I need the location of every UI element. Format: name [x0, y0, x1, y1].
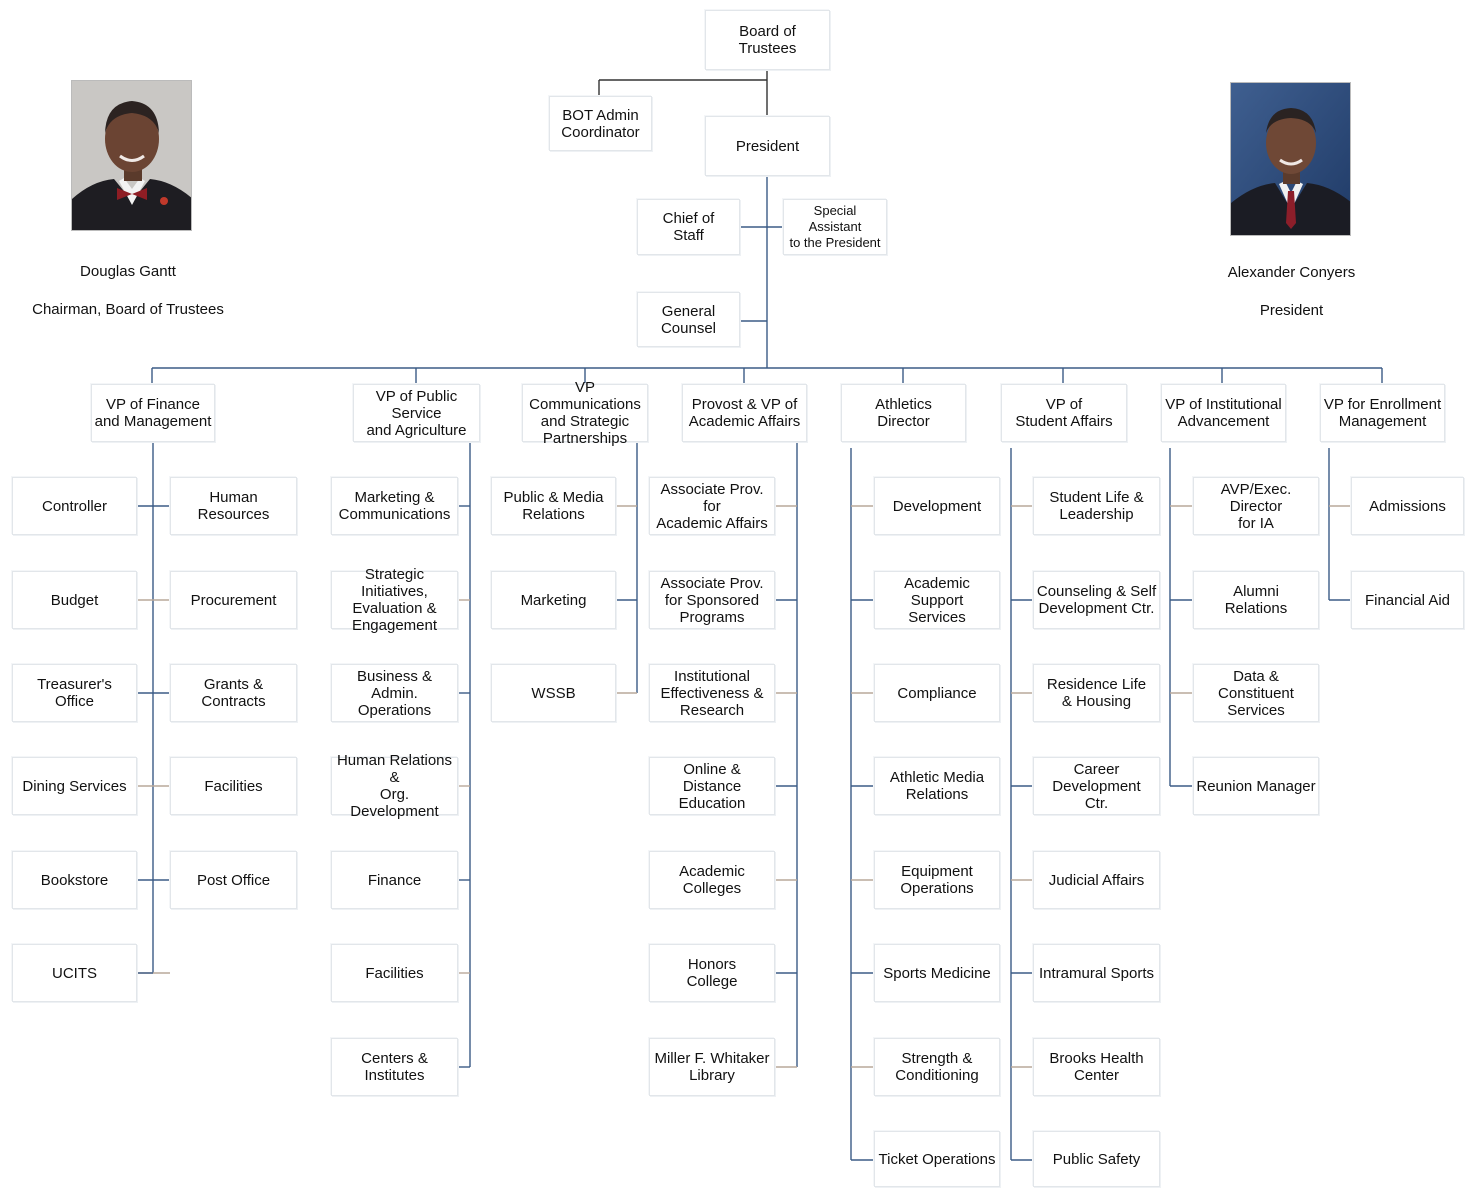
- unit-data-constituent-services: Data & Constituent Services: [1193, 664, 1319, 722]
- division-head-communications: VP Communications and Strategic Partners…: [522, 379, 648, 447]
- unit-honors-college: Honors College: [649, 944, 775, 1002]
- unit-human-resources: Human Resources: [170, 477, 297, 535]
- president-box: President: [705, 116, 830, 176]
- unit-academic-colleges: Academic Colleges: [649, 851, 775, 909]
- special-assistant-box: Special Assistant to the President: [783, 199, 887, 255]
- unit-admissions: Admissions: [1351, 477, 1464, 535]
- unit-ticket-operations: Ticket Operations: [874, 1131, 1000, 1187]
- unit-marketing-communications: Marketing & Communications: [331, 477, 458, 535]
- unit-judicial-affairs: Judicial Affairs: [1033, 851, 1160, 909]
- unit-student-life-leadership: Student Life & Leadership: [1033, 477, 1160, 535]
- unit-facilities-finance: Facilities: [170, 757, 297, 815]
- unit-public-media-relations: Public & Media Relations: [491, 477, 616, 535]
- unit-associate-provost-academic: Associate Prov. for Academic Affairs: [649, 477, 775, 535]
- division-head-provost: Provost & VP of Academic Affairs: [682, 384, 807, 442]
- unit-intramural-sports: Intramural Sports: [1033, 944, 1160, 1002]
- unit-academic-support-services: Academic Support Services: [874, 571, 1000, 629]
- division-head-finance: VP of Finance and Management: [91, 384, 215, 442]
- unit-strategic-initiatives: Strategic Initiatives, Evaluation & Enga…: [331, 566, 458, 634]
- unit-financial-aid: Financial Aid: [1351, 571, 1464, 629]
- president-caption: Alexander Conyers President: [1200, 244, 1383, 339]
- unit-counseling-self-development: Counseling & Self Development Ctr.: [1033, 571, 1160, 629]
- unit-procurement: Procurement: [170, 571, 297, 629]
- chairman-name: Douglas Gantt: [80, 263, 176, 280]
- unit-budget: Budget: [12, 571, 137, 629]
- unit-online-distance-education: Online & Distance Education: [649, 757, 775, 815]
- unit-marketing: Marketing: [491, 571, 616, 629]
- unit-sports-medicine: Sports Medicine: [874, 944, 1000, 1002]
- unit-post-office: Post Office: [170, 851, 297, 909]
- unit-treasurers-office: Treasurer's Office: [12, 664, 137, 722]
- unit-reunion-manager: Reunion Manager: [1193, 757, 1319, 815]
- division-head-public-service: VP of Public Service and Agriculture: [353, 384, 480, 442]
- president-name: Alexander Conyers: [1227, 264, 1356, 281]
- unit-grants-contracts: Grants & Contracts: [170, 664, 297, 722]
- president-title: President: [1259, 302, 1324, 319]
- unit-alumni-relations: Alumni Relations: [1193, 571, 1319, 629]
- unit-avp-exec-director-ia: AVP/Exec. Director for IA: [1193, 477, 1319, 535]
- bot-admin-coordinator-box: BOT Admin Coordinator: [549, 96, 652, 151]
- unit-compliance: Compliance: [874, 664, 1000, 722]
- unit-career-development: Career Development Ctr.: [1033, 757, 1160, 815]
- unit-centers-institutes: Centers & Institutes: [331, 1038, 458, 1096]
- unit-associate-provost-sponsored: Associate Prov. for Sponsored Programs: [649, 571, 775, 629]
- unit-facilities-psa: Facilities: [331, 944, 458, 1002]
- chairman-title: Chairman, Board of Trustees: [32, 301, 224, 318]
- board-of-trustees-box: Board of Trustees: [705, 10, 830, 70]
- unit-dining-services: Dining Services: [12, 757, 137, 815]
- unit-athletic-media-relations: Athletic Media Relations: [874, 757, 1000, 815]
- unit-equipment-operations: Equipment Operations: [874, 851, 1000, 909]
- division-head-enrollment: VP for Enrollment Management: [1320, 384, 1445, 442]
- unit-development: Development: [874, 477, 1000, 535]
- chief-of-staff-box: Chief of Staff: [637, 199, 740, 255]
- general-counsel-box: General Counsel: [637, 292, 740, 347]
- president-photo: [1230, 82, 1351, 236]
- unit-public-safety: Public Safety: [1033, 1131, 1160, 1187]
- unit-wssb: WSSB: [491, 664, 616, 722]
- division-head-advancement: VP of Institutional Advancement: [1161, 384, 1286, 442]
- chairman-caption: Douglas Gantt Chairman, Board of Trustee…: [20, 243, 236, 338]
- unit-institutional-effectiveness: Institutional Effectiveness & Research: [649, 664, 775, 722]
- unit-ucits: UCITS: [12, 944, 137, 1002]
- division-head-athletics: Athletics Director: [841, 384, 966, 442]
- unit-bookstore: Bookstore: [12, 851, 137, 909]
- division-head-student-affairs: VP of Student Affairs: [1001, 384, 1127, 442]
- unit-human-relations: Human Relations & Org. Development: [331, 752, 458, 820]
- unit-controller: Controller: [12, 477, 137, 535]
- unit-finance-psa: Finance: [331, 851, 458, 909]
- unit-business-admin-operations: Business & Admin. Operations: [331, 664, 458, 722]
- chairman-photo: [71, 80, 192, 231]
- unit-residence-life-housing: Residence Life & Housing: [1033, 664, 1160, 722]
- unit-strength-conditioning: Strength & Conditioning: [874, 1038, 1000, 1096]
- unit-whitaker-library: Miller F. Whitaker Library: [649, 1038, 775, 1096]
- unit-brooks-health-center: Brooks Health Center: [1033, 1038, 1160, 1096]
